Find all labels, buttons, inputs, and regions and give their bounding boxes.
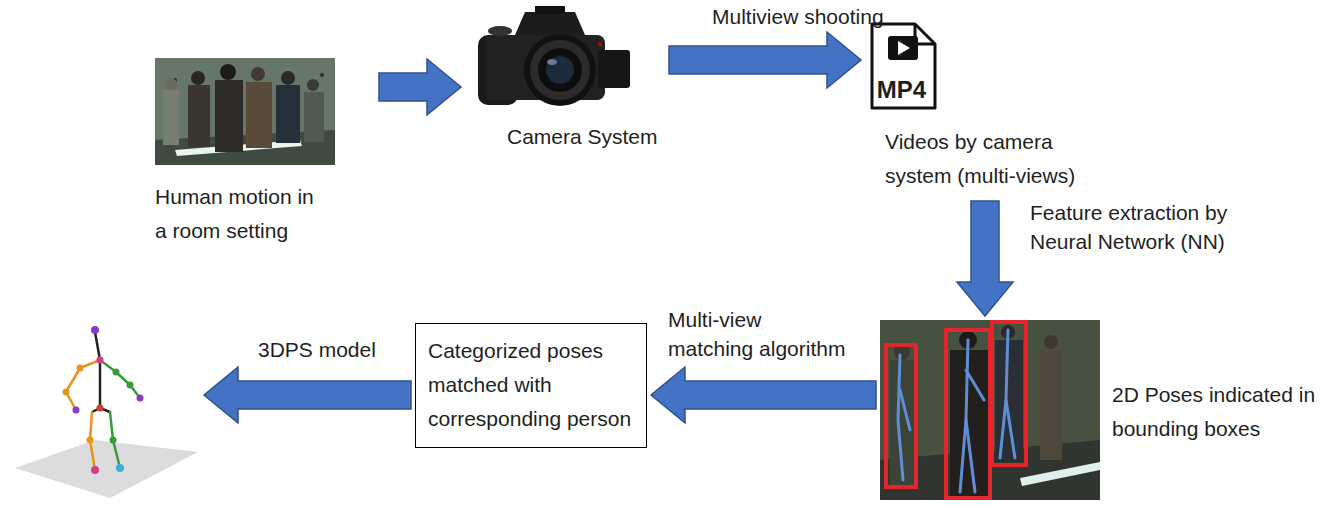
stage-photo: Human motion in a room setting: [150, 55, 375, 252]
stage-caption: Categorized poses matched with correspon…: [428, 334, 634, 436]
room-photo: [155, 58, 335, 165]
pose-photo-stage: 2D Poses indicated in bounding boxes: [880, 320, 1320, 500]
block-arrow: [957, 201, 1013, 316]
arrow-label: Multi-view matching algorithm: [668, 305, 848, 363]
process-box: Categorized poses matched with correspon…: [415, 323, 647, 448]
stage-caption: Camera System: [507, 120, 662, 154]
arrow-label: Feature extraction by Neural Network (NN…: [1030, 198, 1270, 256]
skeleton-figure: [15, 326, 198, 498]
arrow-label: 3DPS model: [258, 335, 398, 364]
block-arrow: [651, 367, 876, 423]
pose-photo: [880, 320, 1100, 500]
block-arrow: [204, 367, 411, 423]
video-file-stage: MP4Videos by camera system (multi-views): [865, 20, 1097, 197]
arrow-label: Multiview shooting: [712, 2, 912, 31]
block-arrow: [379, 59, 461, 115]
skeleton-stage: [5, 320, 200, 500]
stage-caption: 2D Poses indicated in bounding boxes: [1112, 378, 1317, 446]
camera-stage: Camera System: [465, 5, 665, 158]
block-arrow: [669, 32, 861, 88]
camera-picture: [478, 6, 630, 106]
file-type-text: MP4: [870, 75, 933, 105]
stage-caption: Human motion in a room setting: [155, 180, 320, 248]
stage-caption: Videos by camera system (multi-views): [885, 125, 1097, 193]
